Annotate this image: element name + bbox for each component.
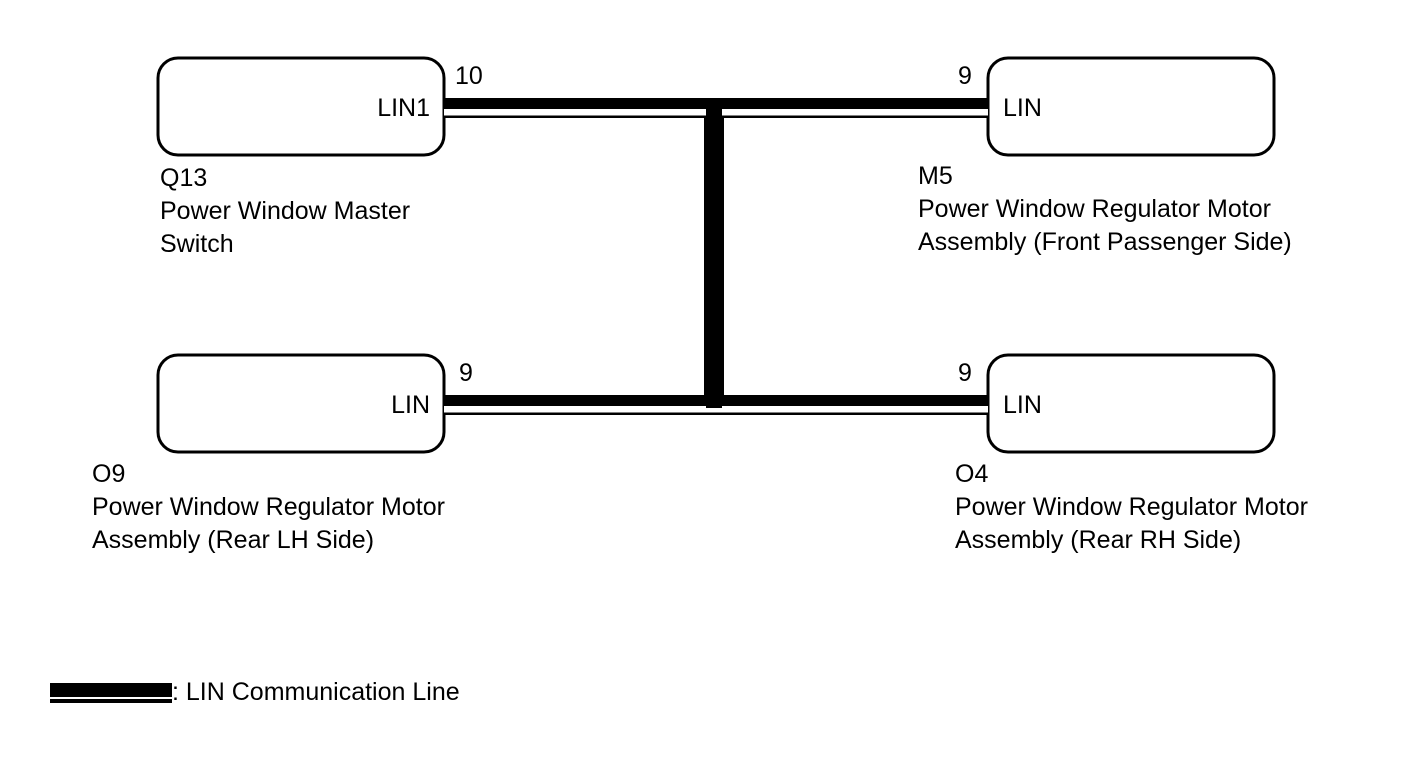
terminal-o4: LIN: [1003, 391, 1042, 419]
pin-m5: 9: [958, 62, 972, 90]
component-name-o4-line2: Assembly (Rear RH Side): [955, 526, 1242, 554]
pin-o9: 9: [459, 359, 473, 387]
component-id-m5: M5: [918, 162, 953, 190]
terminal-m5: LIN: [1003, 94, 1042, 122]
component-name-q13-line2: Switch: [160, 230, 234, 258]
component-name-o4-line1: Power Window Regulator Motor: [955, 493, 1308, 521]
lin-bus-trunk: [706, 104, 722, 408]
component-name-m5-line1: Power Window Regulator Motor: [918, 195, 1271, 223]
component-id-o9: O9: [92, 460, 126, 488]
component-id-o4: O4: [955, 460, 989, 488]
component-id-q13: Q13: [160, 164, 208, 192]
component-name-o9-line2: Assembly (Rear LH Side): [92, 526, 375, 554]
component-name-o9-line1: Power Window Regulator Motor: [92, 493, 445, 521]
pin-o4: 9: [958, 359, 972, 387]
terminal-o9: LIN: [391, 391, 430, 419]
terminal-q13: LIN1: [377, 94, 430, 122]
legend-label: : LIN Communication Line: [172, 678, 460, 706]
component-name-q13-line1: Power Window Master: [160, 197, 411, 225]
legend-lin-line-swatch: [50, 683, 172, 703]
component-name-m5-line2: Assembly (Front Passenger Side): [918, 228, 1292, 256]
pin-q13: 10: [455, 62, 483, 90]
